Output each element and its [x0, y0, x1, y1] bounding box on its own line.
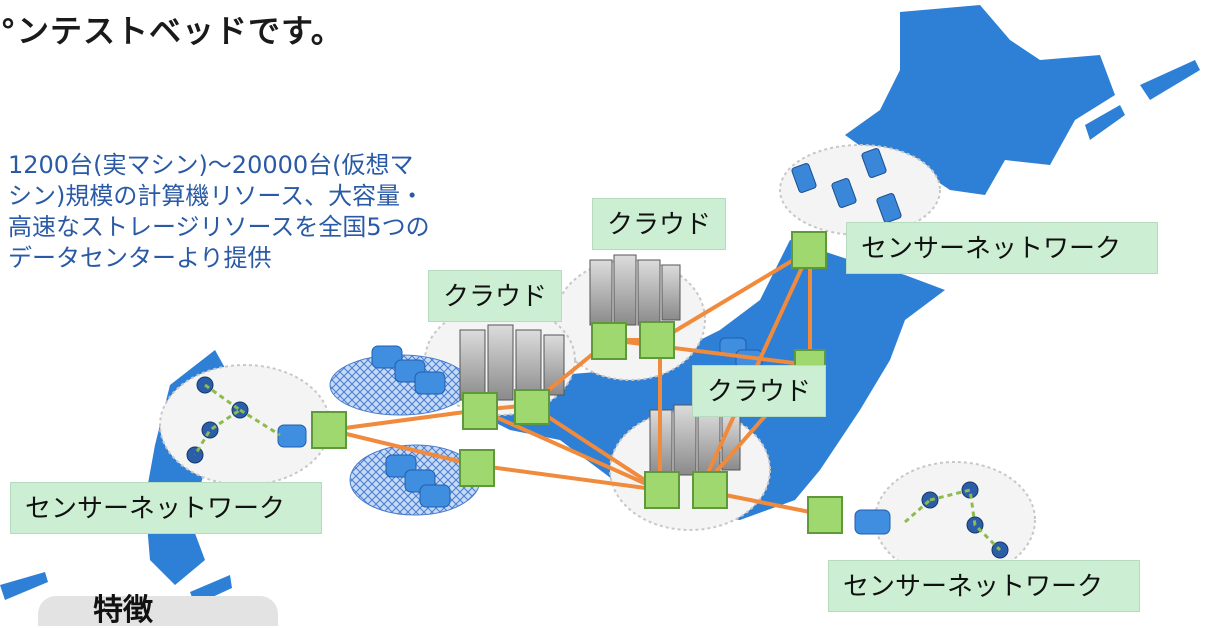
description-line: データセンターより提供: [8, 244, 272, 272]
map-islands-ne: [1085, 60, 1200, 140]
cloud-label-center: クラウド: [592, 198, 727, 250]
cloud-label-left: クラウド: [428, 270, 563, 322]
page-title: °ンテストベッドです。: [0, 12, 344, 50]
description-line: 高速なストレージリソースを全国5つの: [8, 213, 430, 241]
sensor-network-label-ne: センサーネットワーク: [846, 222, 1158, 274]
router-nodes: [311, 231, 843, 534]
network-links: [329, 248, 826, 517]
japan-network-map: [0, 5, 1200, 605]
cloud-label-right: クラウド: [692, 365, 827, 417]
description-line: シン)規模の計算機リソース、大容量・: [8, 182, 425, 210]
testbed-diagram: °ンテストベッドです。 1200台(実マシン)～20000台(仮想マ シン)規模…: [0, 5, 1200, 626]
features-tab-label: 特徴: [93, 593, 153, 628]
description-text: 1200台(実マシン)～20000台(仮想マ シン)規模の計算機リソース、大容量…: [8, 150, 478, 274]
mobile-devices: [791, 148, 902, 223]
features-tab: 特徴: [38, 596, 278, 626]
storage-cylinders: [277, 337, 891, 535]
description-line: 1200台(実マシン)～20000台(仮想マ: [8, 151, 414, 179]
map-hokkaido: [845, 5, 1115, 195]
cloud-west: [159, 364, 331, 486]
sensor-network-label-se: センサーネットワーク: [828, 560, 1140, 612]
sensor-network-label-west: センサーネットワーク: [10, 482, 322, 534]
sensor-links: [193, 383, 1002, 552]
